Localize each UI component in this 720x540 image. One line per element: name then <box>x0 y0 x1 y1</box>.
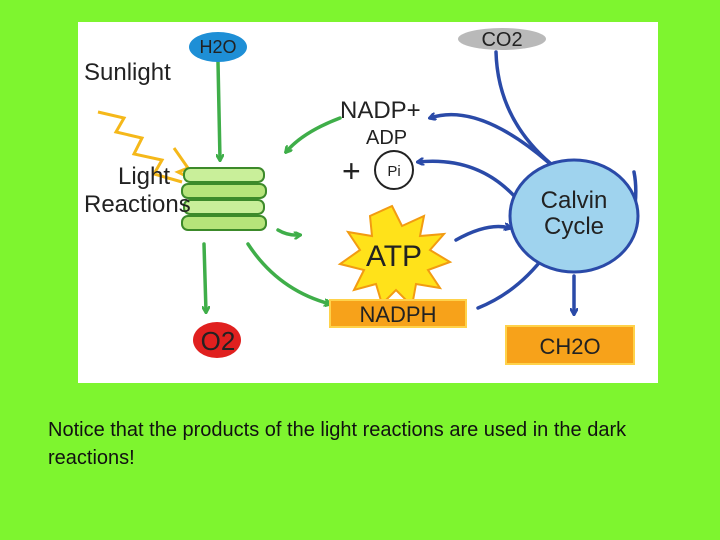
nadph-box <box>329 299 467 328</box>
caption-text: Notice that the products of the light re… <box>48 419 627 469</box>
sunlight-label: Sunlight <box>84 59 171 86</box>
atp-starburst-icon <box>337 204 453 309</box>
co2-oval <box>458 28 546 50</box>
plus-sign: + <box>342 153 361 189</box>
nadp-to-thylakoid-arrow <box>286 116 342 152</box>
ch2o-label: CH2O <box>539 334 600 359</box>
calvin-cycle-label-line1: Calvin <box>541 187 608 214</box>
atp-to-calvin-arrow <box>454 227 510 242</box>
h2o-to-thylakoid-arrow <box>218 60 220 160</box>
pi-label: Pi <box>387 163 400 180</box>
nadph-label: NADPH <box>359 302 436 327</box>
o2-oval <box>193 322 241 358</box>
co2-to-calvin-arrow <box>494 50 556 168</box>
photosynthesis-diagram: H2O CO2 Sunlight Light Reactions NADP+ A… <box>78 22 658 383</box>
ch2o-box <box>505 325 635 365</box>
calvin-to-adp-arrow <box>418 161 518 200</box>
light-reactions-label-line2: Reactions <box>84 191 191 218</box>
calvin-cycle-oval <box>508 158 640 274</box>
nadp-plus-label: NADP+ <box>340 97 421 124</box>
light-reactions-label-line1: Light <box>118 163 170 190</box>
co2-label: CO2 <box>481 29 522 51</box>
atp-label: ATP <box>366 240 422 273</box>
calvin-to-nadp-arrow <box>430 115 550 164</box>
o2-label: O2 <box>201 326 236 356</box>
calvin-cycle-label-line2: Cycle <box>544 213 604 240</box>
thylakoid-to-nadph-arrow <box>246 242 330 304</box>
light-reaction-arrows <box>204 60 342 312</box>
h2o-oval <box>189 32 247 62</box>
sunlight-ray-icon <box>97 110 183 184</box>
thylakoid-to-o2-arrow <box>204 242 206 312</box>
h2o-label: H2O <box>199 37 236 57</box>
adp-label: ADP <box>366 127 407 149</box>
thylakoid-to-atp-arrow <box>276 228 300 235</box>
pi-circle <box>374 150 414 190</box>
thylakoid-stack-icon <box>181 167 267 231</box>
